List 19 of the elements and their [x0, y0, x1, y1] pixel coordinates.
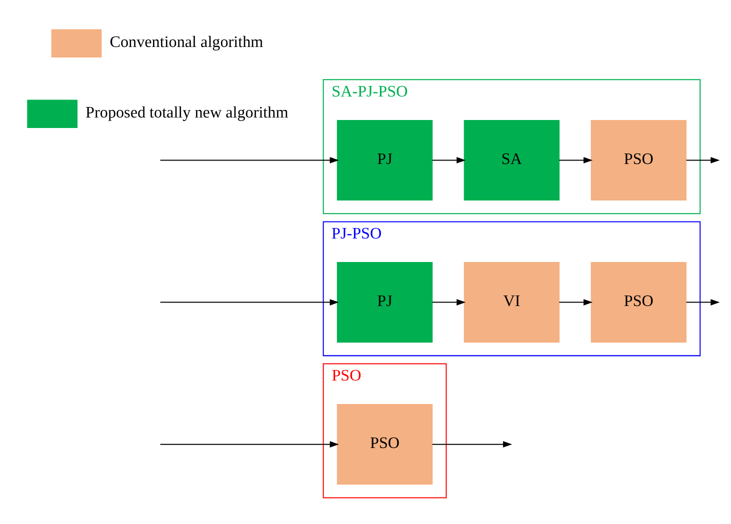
legend-label: Proposed totally new algorithm — [85, 104, 288, 122]
node-box: SA — [463, 119, 560, 200]
arrow — [686, 298, 720, 305]
node-box: PJ — [336, 262, 432, 342]
arrow — [160, 156, 338, 163]
legend-label: Conventional algorithm — [109, 34, 263, 51]
node-box: PSO — [590, 119, 686, 200]
node-box: PJ — [336, 119, 432, 200]
arrow — [558, 156, 592, 163]
node-box: VI — [463, 262, 560, 342]
node-box: PSO — [336, 404, 432, 484]
arrow — [160, 440, 338, 448]
arrow — [432, 440, 512, 448]
arrow — [558, 298, 592, 305]
node-box: PSO — [590, 262, 686, 342]
arrow — [432, 156, 466, 163]
arrow — [432, 298, 466, 305]
arrow — [686, 156, 720, 163]
arrow — [160, 298, 338, 305]
